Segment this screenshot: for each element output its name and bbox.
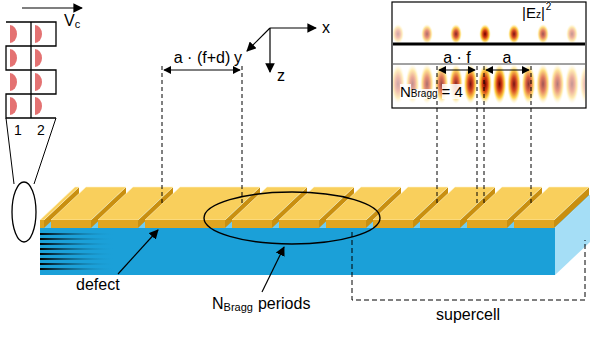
label: a — [503, 50, 512, 66]
meander-line — [6, 22, 56, 118]
bragg-ellipse — [204, 192, 380, 244]
label: N — [212, 296, 224, 312]
label: supercell — [436, 307, 500, 323]
inset-interface-line — [393, 64, 585, 65]
zoom-line — [6, 118, 14, 184]
label: = 4 — [442, 84, 463, 99]
label: z — [277, 68, 285, 84]
leader-arrow — [262, 247, 284, 292]
multilayer — [40, 233, 115, 270]
meander-divider — [30, 22, 31, 118]
label: 2 — [37, 123, 45, 137]
label: periods — [258, 296, 310, 312]
voltage-arrow — [22, 7, 82, 8]
label: 2 — [546, 2, 552, 12]
zoom-line — [34, 118, 56, 184]
label: a · (f+d) — [174, 50, 230, 66]
slab-front — [40, 228, 555, 275]
field-lobes — [10, 25, 42, 115]
supercell-bracket — [352, 232, 585, 300]
label: V — [64, 13, 75, 29]
label: |E — [522, 5, 536, 20]
dimension-lines — [162, 66, 531, 205]
label: c — [75, 19, 81, 30]
axis-x — [270, 27, 316, 28]
label: 1 — [14, 123, 22, 137]
leader-arrow — [118, 230, 158, 274]
axis-z — [269, 28, 270, 72]
label: x — [322, 20, 330, 36]
axis-y — [247, 28, 270, 51]
label: a · f — [443, 50, 471, 66]
label: Bragg — [411, 89, 438, 99]
label: defect — [76, 277, 120, 293]
label: N — [400, 84, 411, 99]
label: | — [541, 5, 545, 20]
inset-frame — [392, 2, 586, 108]
zoom-ellipse — [12, 182, 36, 242]
field-pattern — [393, 24, 585, 104]
label: Bragg — [224, 302, 253, 313]
label: y — [234, 50, 242, 66]
inset-grating-line — [393, 43, 585, 46]
